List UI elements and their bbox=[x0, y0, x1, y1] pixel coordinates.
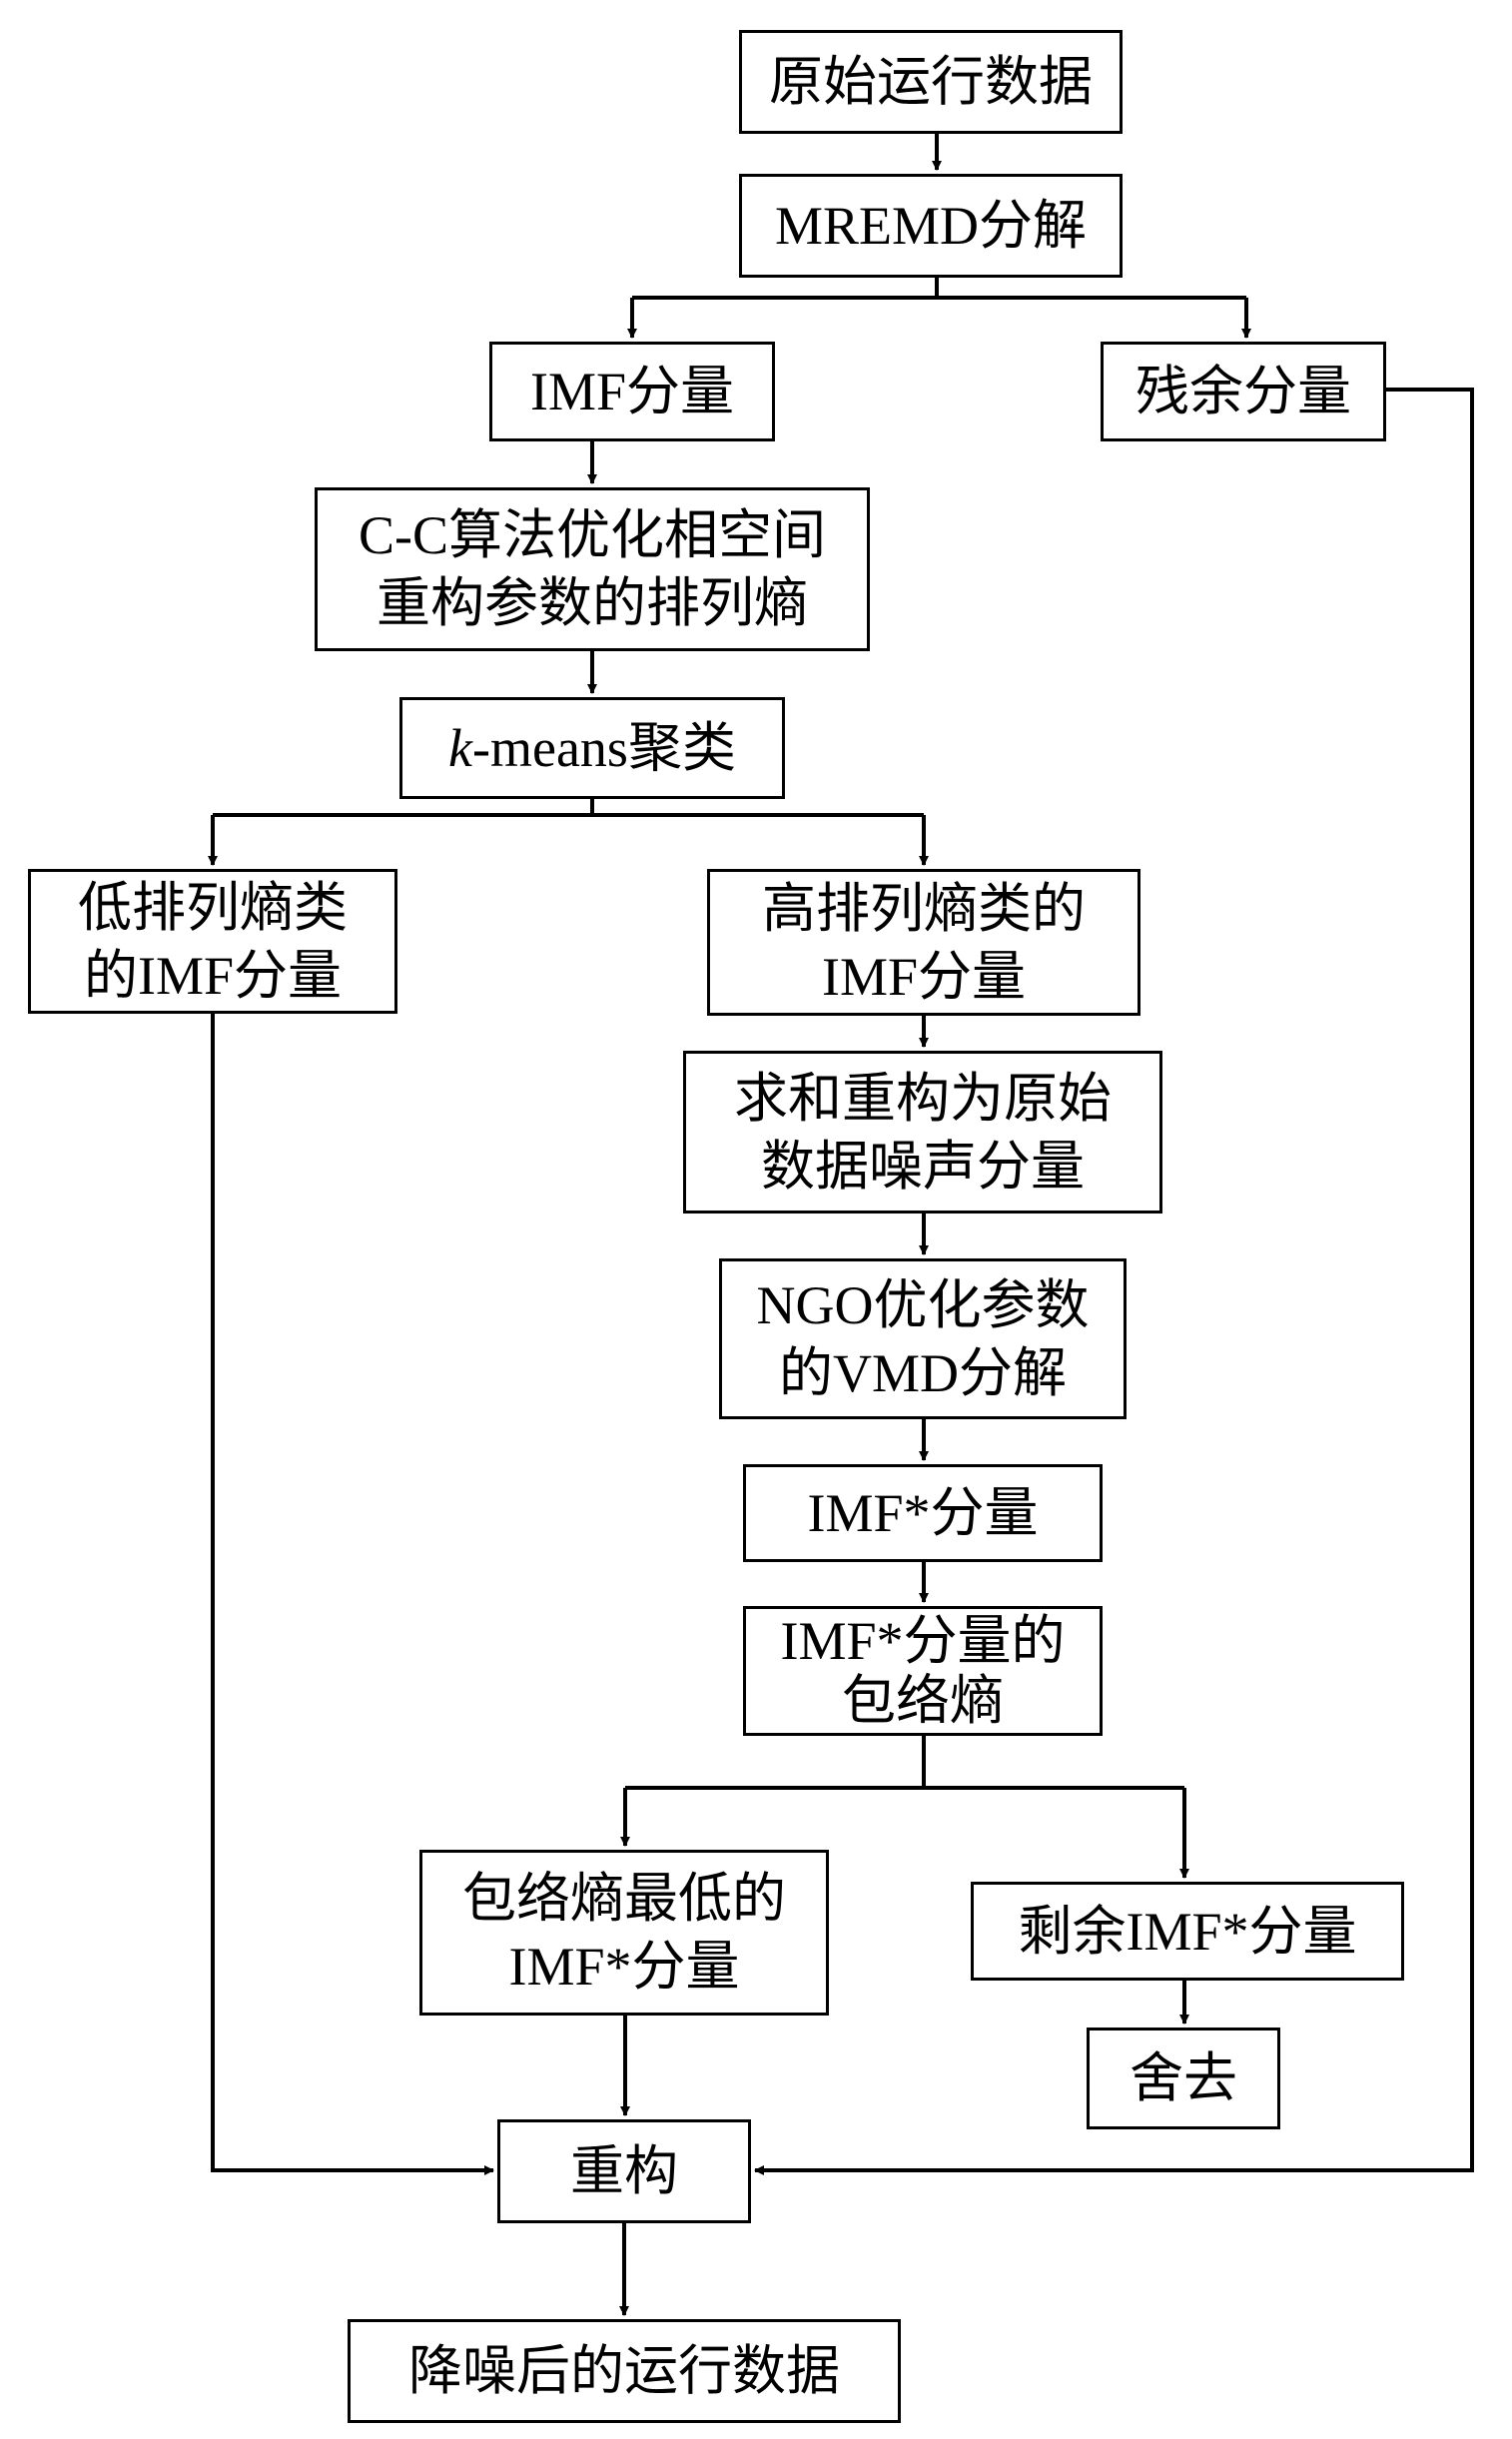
node-high-pe-imf: 高排列熵类的 IMF分量 bbox=[707, 869, 1140, 1016]
node-imf-components: IMF分量 bbox=[489, 342, 775, 441]
node-reconstruct: 重构 bbox=[497, 2119, 751, 2223]
kmeans-k: k bbox=[448, 718, 473, 778]
node-ngo-vmd: NGO优化参数 的VMD分解 bbox=[719, 1258, 1127, 1419]
arrow-lowpe-to-reconstruct bbox=[211, 1014, 494, 2175]
node-denoised-data: 降噪后的运行数据 bbox=[348, 2319, 901, 2423]
node-imf-star: IMF*分量 bbox=[743, 1464, 1103, 1562]
arrow-residual-to-reconstruct bbox=[754, 388, 1474, 2175]
node-remaining-imf: 剩余IMF*分量 bbox=[971, 1882, 1404, 1981]
node-raw-data: 原始运行数据 bbox=[739, 30, 1123, 134]
node-envelope-entropy: IMF*分量的 包络熵 bbox=[743, 1606, 1103, 1736]
node-sum-noise: 求和重构为原始 数据噪声分量 bbox=[683, 1051, 1162, 1214]
node-min-envelope-imf: 包络熵最低的 IMF*分量 bbox=[419, 1850, 829, 2016]
node-kmeans-clustering: k-means聚类 bbox=[399, 697, 785, 799]
node-residual-component: 残余分量 bbox=[1101, 342, 1386, 441]
node-low-pe-imf: 低排列熵类 的IMF分量 bbox=[28, 869, 397, 1014]
node-permutation-entropy: C-C算法优化相空间 重构参数的排列熵 bbox=[315, 487, 870, 651]
node-mremd-decomposition: MREMD分解 bbox=[739, 174, 1123, 278]
node-discard: 舍去 bbox=[1087, 2028, 1280, 2129]
